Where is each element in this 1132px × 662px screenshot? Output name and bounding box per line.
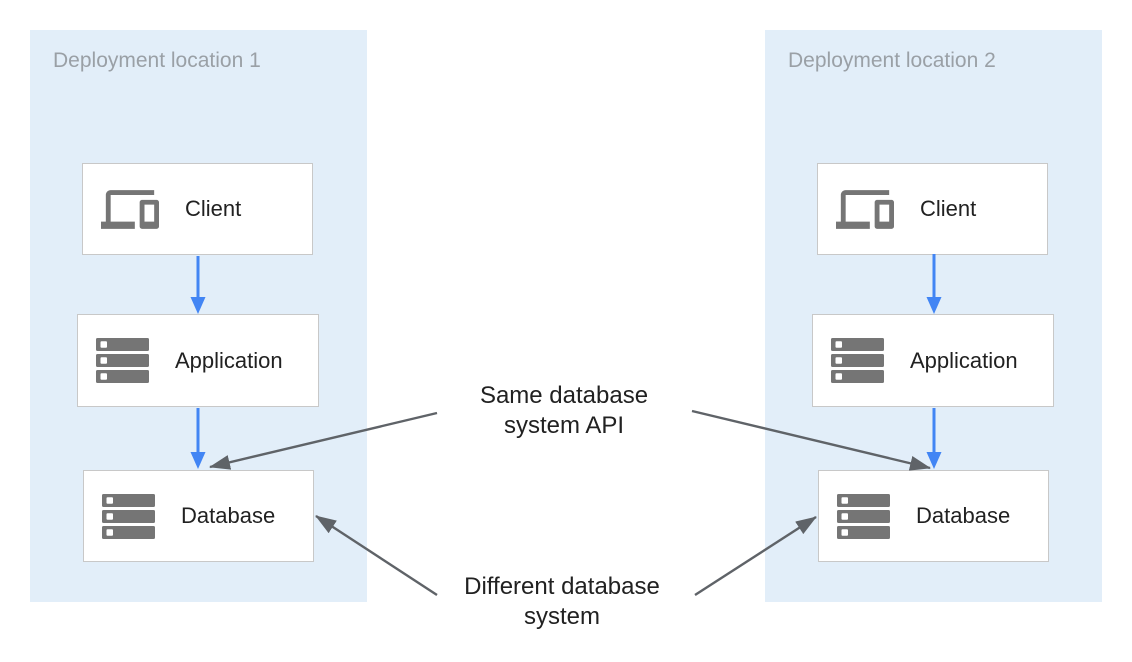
node-label: Database (916, 503, 1011, 528)
devices-icon (836, 189, 894, 229)
zone-title: Deployment location 1 (53, 49, 261, 72)
zone-deployment-location-1: Deployment location 1 Client App (30, 30, 367, 602)
server-stack-icon (831, 338, 884, 383)
annotation-line: system API (503, 412, 625, 439)
node-client: Client (82, 163, 313, 255)
node-application: Application (812, 314, 1054, 407)
annotation-line: Same database (479, 382, 649, 409)
node-label: Application (175, 347, 283, 373)
server-stack-icon (102, 493, 155, 539)
annotation-line: Different database (464, 573, 660, 600)
server-stack-icon (96, 338, 149, 383)
node-database: Database (83, 470, 314, 562)
node-label: Client (185, 196, 242, 221)
annotation-different-database-system: Different database system (412, 572, 712, 632)
zone-title: Deployment location 2 (788, 49, 996, 72)
node-label: Database (181, 503, 276, 528)
server-stack-icon (837, 493, 890, 539)
devices-icon (101, 189, 159, 229)
zone-deployment-location-2: Deployment location 2 Client App (765, 30, 1102, 602)
annotation-same-database-system-api: Same database system API (414, 381, 714, 441)
node-label: Client (920, 196, 977, 221)
node-client: Client (817, 163, 1048, 255)
node-application: Application (77, 314, 319, 407)
node-label: Application (910, 347, 1018, 373)
annotation-line: system (523, 603, 600, 630)
node-database: Database (818, 470, 1049, 562)
